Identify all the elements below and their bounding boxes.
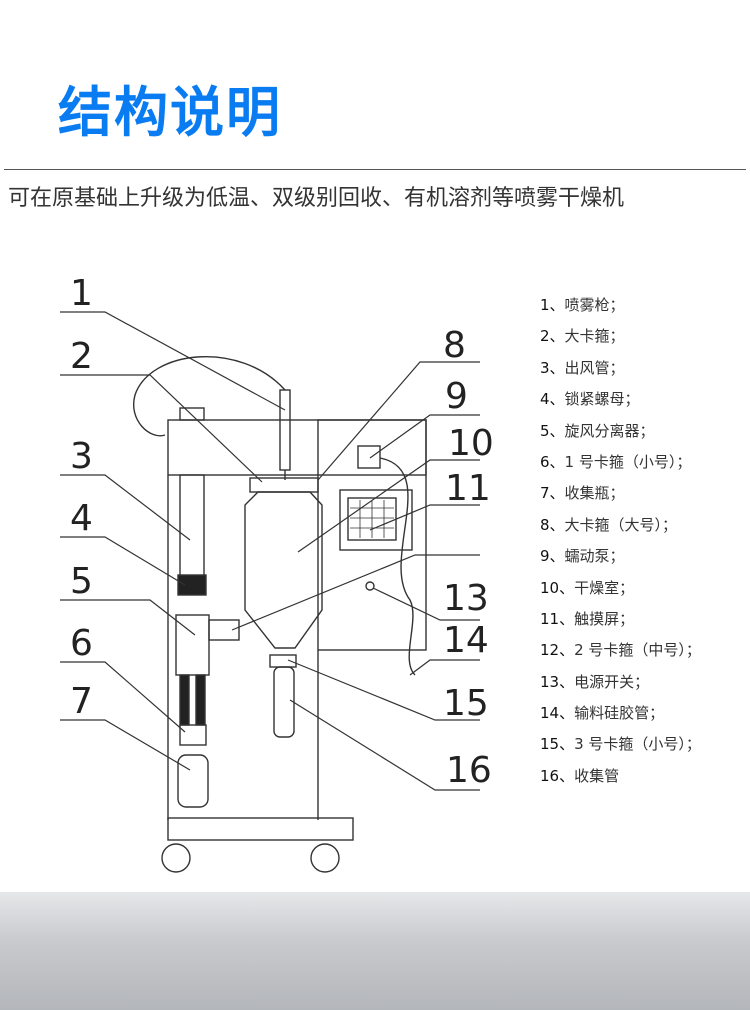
- legend-number: 6、: [540, 452, 565, 471]
- collection-bottle: [177, 754, 209, 808]
- floor-background: [0, 892, 750, 1010]
- legend-item: 7、收集瓶；: [540, 482, 701, 513]
- legend-number: 14、: [540, 704, 575, 723]
- legend-item: 5、旋风分离器；: [540, 420, 701, 451]
- callout-13: 13: [443, 578, 489, 619]
- legend-item: 8、大卡箍（大号）；: [540, 514, 701, 545]
- legend-label: 大卡箍（大号）；: [564, 515, 678, 534]
- machine-base: [167, 817, 354, 841]
- legend-number: 13、: [540, 672, 575, 691]
- callout-11: 11: [445, 468, 491, 509]
- legend-number: 8、: [540, 515, 565, 534]
- legend-number: 12、: [540, 641, 575, 660]
- divider: [4, 169, 746, 170]
- legend-label: 电源开关；: [574, 672, 650, 691]
- legend-label: 喷雾枪；: [564, 296, 625, 314]
- subtitle: 可在原基础上升级为低温、双级别回收、有机溶剂等喷雾干燥机: [8, 186, 625, 211]
- callout-7: 7: [70, 681, 93, 722]
- legend-item: 1、喷雾枪；: [540, 294, 701, 325]
- legend-label: 锁紧螺母；: [564, 390, 640, 409]
- lock-nut: [177, 574, 207, 596]
- callout-9: 9: [445, 376, 468, 417]
- machine-top-housing: [167, 419, 427, 476]
- legend-number: 7、: [540, 484, 565, 503]
- power-switch: [365, 581, 375, 591]
- spray-gun: [279, 389, 291, 471]
- legend-number: 2、: [540, 327, 565, 346]
- peristaltic-pump: [357, 445, 381, 469]
- legend-label: 大卡箍；: [564, 327, 625, 346]
- control-cabinet: [317, 419, 427, 651]
- callout-8: 8: [443, 325, 466, 366]
- callout-10: 10: [448, 423, 494, 464]
- legend-item: 3、出风管；: [540, 357, 701, 388]
- legend-item: 11、触摸屏；: [540, 608, 701, 639]
- legend-label: 干燥室；: [574, 578, 635, 597]
- legend-number: 9、: [540, 547, 565, 566]
- legend-number: 16、: [540, 766, 575, 785]
- legend-item: 9、蠕动泵；: [540, 545, 701, 576]
- feed-tube: [132, 355, 416, 676]
- collection-tube: [273, 666, 295, 738]
- page-title: 结构说明: [58, 81, 282, 144]
- legend-label: 输料硅胶管；: [574, 704, 665, 723]
- legend-item: 16、收集管: [540, 765, 701, 796]
- callout-3: 3: [70, 436, 93, 477]
- legend-label: 旋风分离器；: [564, 421, 655, 440]
- legend-item: 14、输料硅胶管；: [540, 702, 701, 733]
- callout-4: 4: [70, 498, 93, 539]
- legend-item: 10、干燥室；: [540, 577, 701, 608]
- legend-label: 蠕动泵；: [564, 547, 625, 566]
- legend-label: 出风管；: [564, 358, 625, 377]
- legend-item: 12、2 号卡箍（中号）；: [540, 639, 701, 670]
- legend-item: 4、锁紧螺母；: [540, 388, 701, 419]
- cyclone: [175, 614, 210, 676]
- legend-number: 4、: [540, 390, 565, 409]
- legend-item: 13、电源开关；: [540, 671, 701, 702]
- legend-number: 10、: [540, 578, 575, 597]
- legend-number: 3、: [540, 358, 565, 377]
- drying-chamber: [244, 491, 323, 649]
- legend-label: 收集瓶；: [564, 484, 625, 503]
- legend-label: 1 号卡箍（小号）；: [564, 452, 692, 471]
- legend-number: 15、: [540, 735, 575, 754]
- legend-label: 触摸屏；: [574, 609, 635, 628]
- wheel-right: [310, 843, 340, 873]
- legend-label: 2 号卡箍（中号）；: [574, 641, 701, 660]
- callout-2: 2: [70, 336, 93, 377]
- outlet-pipe: [179, 474, 205, 586]
- parts-legend: 1、喷雾枪；2、大卡箍；3、出风管；4、锁紧螺母；5、旋风分离器；6、1 号卡箍…: [540, 294, 701, 796]
- legend-number: 11、: [540, 609, 575, 628]
- callout-14: 14: [443, 620, 489, 661]
- legend-item: 6、1 号卡箍（小号）；: [540, 451, 701, 482]
- legend-number: 5、: [540, 421, 565, 440]
- callout-16: 16: [446, 750, 492, 791]
- legend-number: 1、: [540, 296, 565, 314]
- legend-label: 3 号卡箍（小号）；: [574, 735, 701, 754]
- legend-label: 收集管: [574, 766, 620, 785]
- legend-item: 15、3 号卡箍（小号）；: [540, 733, 701, 764]
- callout-5: 5: [70, 561, 93, 602]
- touchscreen: [339, 489, 413, 551]
- wheel-left: [161, 843, 191, 873]
- callout-15: 15: [443, 683, 489, 724]
- spray-dryer-diagram: 1 2 3 4 5 6 7 8 9 10 11 13 14 15 16: [60, 273, 494, 873]
- callout-1: 1: [70, 273, 93, 314]
- legend-item: 2、大卡箍；: [540, 325, 701, 356]
- callout-6: 6: [70, 623, 93, 664]
